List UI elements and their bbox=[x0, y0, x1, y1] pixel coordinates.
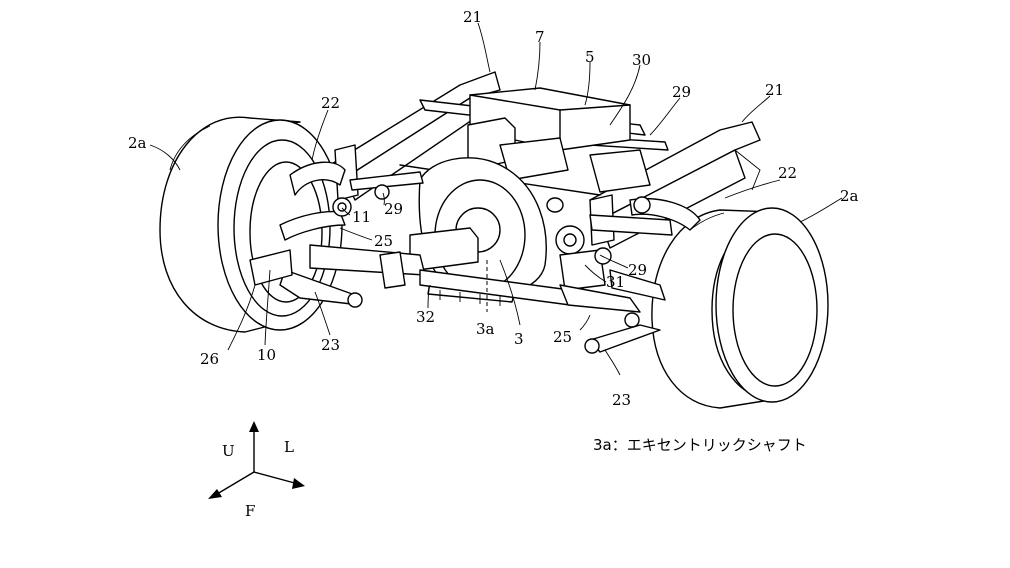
axis-label-left: L bbox=[284, 438, 294, 456]
label-29-mid: 29 bbox=[384, 200, 403, 218]
orientation-axes: U L F bbox=[208, 421, 305, 520]
shafts bbox=[309, 171, 673, 313]
eccentric-shaft-note: 3a：エキセントリックシャフト bbox=[593, 436, 807, 454]
label-31: 31 bbox=[606, 273, 625, 291]
label-22-right: 22 bbox=[778, 164, 797, 182]
leader-lines bbox=[149, 22, 843, 376]
label-22-left: 22 bbox=[321, 94, 340, 112]
suspension bbox=[249, 161, 701, 354]
label-23-left: 23 bbox=[321, 336, 340, 354]
label-2a-left: 2a bbox=[128, 134, 147, 152]
label-32: 32 bbox=[416, 308, 435, 326]
label-29-right: 29 bbox=[628, 261, 647, 279]
label-21-right: 21 bbox=[765, 81, 784, 99]
label-5: 5 bbox=[585, 48, 595, 66]
upper-box bbox=[467, 87, 651, 193]
label-23-right: 23 bbox=[612, 391, 631, 409]
label-3: 3 bbox=[514, 330, 524, 348]
right-wheel bbox=[651, 207, 829, 409]
engine bbox=[409, 157, 606, 306]
label-2a-right: 2a bbox=[840, 187, 859, 205]
label-7: 7 bbox=[535, 28, 545, 46]
label-26: 26 bbox=[200, 350, 219, 368]
label-21-left: 21 bbox=[463, 8, 482, 26]
label-29-top: 29 bbox=[672, 83, 691, 101]
reference-labels: 21 7 5 30 29 21 22 2a 22 2a 11 29 25 29 … bbox=[128, 8, 859, 409]
axis-label-front: F bbox=[245, 502, 255, 520]
label-25-left: 25 bbox=[374, 232, 393, 250]
label-3a: 3a bbox=[476, 320, 495, 338]
label-30: 30 bbox=[632, 51, 651, 69]
label-10: 10 bbox=[257, 346, 276, 364]
label-11: 11 bbox=[352, 208, 371, 226]
axis-label-up: U bbox=[222, 442, 235, 460]
label-25-right: 25 bbox=[553, 328, 572, 346]
